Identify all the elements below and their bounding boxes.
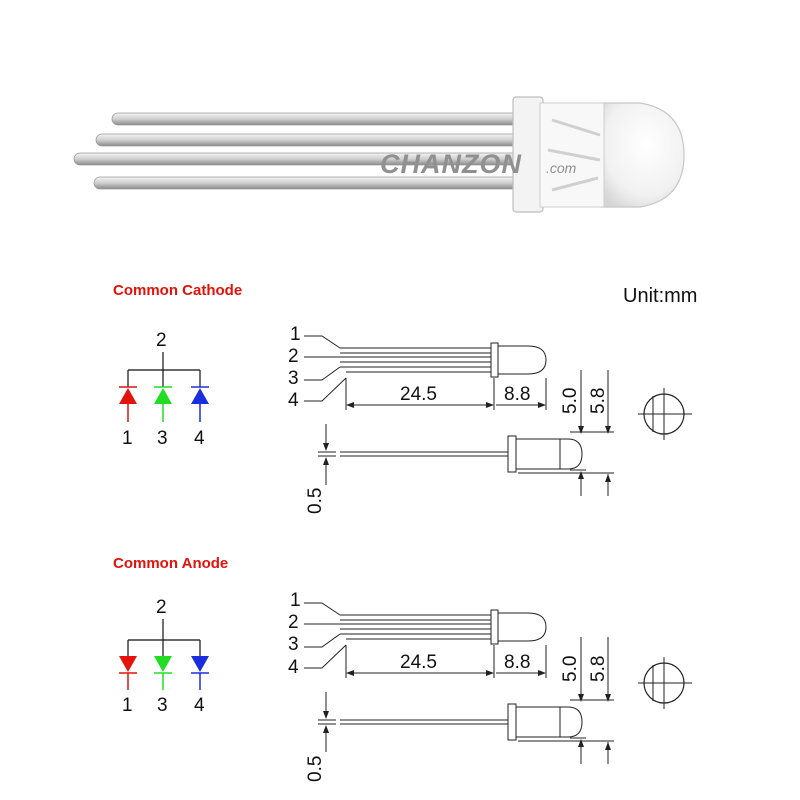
cathode-callout-1: 1 (290, 324, 301, 345)
anode-callout-2: 2 (288, 612, 299, 633)
diode-blue (191, 656, 209, 690)
anode-callout-4: 4 (288, 657, 299, 678)
cathode-pin-4-label: 4 (194, 428, 205, 449)
anode-pin-3-label: 3 (157, 695, 168, 716)
diode-red (119, 656, 137, 690)
cathode-dim-body-length: 8.8 (504, 384, 530, 405)
diode-red (119, 386, 137, 422)
cathode-pin-2-label: 2 (156, 330, 167, 351)
unit-label: Unit:mm (623, 285, 698, 307)
cathode-top-view (638, 388, 692, 440)
cathode-pin-1-label: 1 (122, 428, 133, 449)
watermark-suffix: .com (546, 160, 577, 176)
anode-pin-2-label: 2 (156, 597, 167, 618)
cathode-dim-lead-length: 24.5 (400, 384, 437, 405)
anode-dim-body-length: 8.8 (504, 652, 530, 673)
anode-side-view: 1 2 3 4 24.5 8.8 5.0 (288, 590, 692, 782)
cathode-pin-3-label: 3 (157, 428, 168, 449)
diode-green (154, 386, 172, 422)
diode-green (154, 656, 172, 690)
cathode-side-view: 1 2 3 4 24.5 8.8 (288, 324, 692, 514)
cathode-callout-2: 2 (288, 346, 299, 367)
anode-dim-flange-diameter: 5.8 (588, 656, 609, 682)
cathode-callout-4: 4 (288, 390, 299, 411)
led-body (512, 96, 685, 213)
section-title-common-anode: Common Anode (113, 555, 229, 572)
anode-dim-lead-length: 24.5 (400, 652, 437, 673)
watermark-logo: CHANZON (380, 149, 522, 179)
section-title-common-cathode: Common Cathode (113, 282, 243, 299)
anode-callout-3: 3 (288, 634, 299, 655)
anode-pin-4-label: 4 (194, 695, 205, 716)
cathode-dim-flange-diameter: 5.8 (588, 388, 609, 414)
diode-blue (191, 386, 209, 422)
anode-dim-body-diameter: 5.0 (560, 656, 581, 682)
anode-callout-1: 1 (290, 590, 301, 611)
cathode-callout-3: 3 (288, 368, 299, 389)
led-product-photo: CHANZON .com (73, 96, 685, 213)
anode-pin-1-label: 1 (122, 695, 133, 716)
anode-top-view (638, 657, 692, 709)
cathode-dim-body-diameter: 5.0 (560, 388, 581, 414)
cathode-dim-lead-width: 0.5 (305, 488, 326, 514)
anode-dim-lead-width: 0.5 (305, 756, 326, 782)
